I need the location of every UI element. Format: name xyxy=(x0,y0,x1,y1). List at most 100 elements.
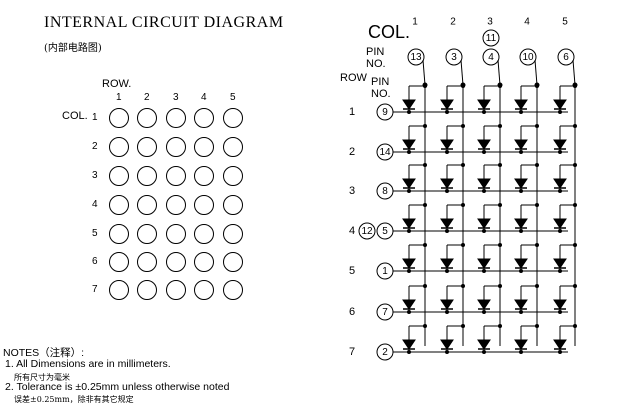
matrix-dot xyxy=(194,252,214,272)
cathode-node xyxy=(407,110,411,114)
led-diode xyxy=(402,299,416,310)
led-diode xyxy=(477,339,491,350)
led-diode xyxy=(477,178,491,189)
matrix-dot xyxy=(223,224,243,244)
col-pin-lead xyxy=(497,59,501,86)
matrix-dot xyxy=(194,137,214,157)
matrix-dot xyxy=(137,280,157,300)
row-pin-number: 9 xyxy=(382,107,388,118)
anode-node xyxy=(423,124,427,128)
cathode-node xyxy=(407,350,411,354)
circuit-row-number: 3 xyxy=(349,185,355,197)
circuit-col-number: 5 xyxy=(562,17,568,28)
led-diode xyxy=(402,339,416,350)
circuit-row-number: 5 xyxy=(349,265,355,277)
row-pin-number: 8 xyxy=(382,186,388,197)
cathode-node xyxy=(407,229,411,233)
row-pin-number: 2 xyxy=(382,347,388,358)
anode-node xyxy=(461,84,465,88)
led-diode xyxy=(514,218,528,229)
circuit-row-number: 4 xyxy=(349,225,355,237)
led-diode xyxy=(553,218,567,229)
anode-node xyxy=(535,84,539,88)
anode-node xyxy=(498,284,502,288)
diagram-subtitle: (内部电路图) xyxy=(44,43,102,54)
anode-node xyxy=(461,284,465,288)
led-diode xyxy=(440,139,454,150)
cathode-node xyxy=(445,150,449,154)
col-pin-lead xyxy=(422,59,426,86)
anode-node xyxy=(461,203,465,207)
matrix-col-number: 4 xyxy=(201,92,207,103)
anode-node xyxy=(461,324,465,328)
cathode-node xyxy=(445,189,449,193)
led-diode xyxy=(440,339,454,350)
matrix-dot xyxy=(109,224,129,244)
matrix-row-number: 3 xyxy=(92,170,98,181)
col-pin-number: 13 xyxy=(410,52,422,63)
anode-node xyxy=(423,324,427,328)
matrix-dot xyxy=(137,252,157,272)
cathode-node xyxy=(482,350,486,354)
circuit-col-number: 1 xyxy=(412,17,418,28)
cathode-node xyxy=(519,269,523,273)
led-diode xyxy=(514,139,528,150)
circuit-col-number: 3 xyxy=(487,17,493,28)
anode-node xyxy=(535,163,539,167)
col-pin-number: 3 xyxy=(451,52,457,63)
matrix-row-label: ROW. xyxy=(102,78,132,90)
row-pin-number-extra: 12 xyxy=(361,226,373,237)
cathode-node xyxy=(445,269,449,273)
anode-node xyxy=(573,324,577,328)
led-diode xyxy=(402,258,416,269)
led-diode xyxy=(440,178,454,189)
matrix-dot xyxy=(223,252,243,272)
anode-node xyxy=(573,203,577,207)
col-pin-circle xyxy=(557,48,575,66)
row-pin-number: 5 xyxy=(382,226,388,237)
matrix-row-number: 2 xyxy=(92,141,98,152)
led-diode xyxy=(514,99,528,110)
cathode-node xyxy=(519,350,523,354)
cathode-node xyxy=(558,310,562,314)
matrix-dot xyxy=(109,166,129,186)
anode-node xyxy=(498,243,502,247)
led-diode xyxy=(514,339,528,350)
cathode-node xyxy=(407,310,411,314)
matrix-col-number: 5 xyxy=(230,92,236,103)
cathode-node xyxy=(482,150,486,154)
led-diode xyxy=(477,299,491,310)
led-diode xyxy=(440,299,454,310)
matrix-dot xyxy=(194,166,214,186)
anode-node xyxy=(423,203,427,207)
matrix-dot xyxy=(223,280,243,300)
col-pin-circle xyxy=(445,48,463,66)
cathode-node xyxy=(445,110,449,114)
anode-node xyxy=(535,324,539,328)
note-2: 2. Tolerance is ±0.25mm unless otherwise… xyxy=(5,381,230,393)
col-pin-number-extra: 11 xyxy=(486,33,497,44)
matrix-col-number: 2 xyxy=(144,92,150,103)
matrix-dot xyxy=(223,108,243,128)
cathode-node xyxy=(407,150,411,154)
anode-node xyxy=(461,124,465,128)
anode-node xyxy=(535,284,539,288)
led-diode xyxy=(402,139,416,150)
led-diode xyxy=(477,139,491,150)
led-diode xyxy=(402,178,416,189)
matrix-dot xyxy=(109,137,129,157)
cathode-node xyxy=(482,189,486,193)
cathode-node xyxy=(482,229,486,233)
anode-node xyxy=(423,243,427,247)
circuit-row-number: 6 xyxy=(349,306,355,318)
note-1-cn: 所有尺寸为毫米 xyxy=(14,373,70,382)
row-pin-circle-extra xyxy=(358,222,376,240)
matrix-dot xyxy=(137,195,157,215)
matrix-dot xyxy=(166,166,186,186)
matrix-dot xyxy=(109,108,129,128)
anode-node xyxy=(573,243,577,247)
matrix-dot xyxy=(194,195,214,215)
led-diode xyxy=(440,99,454,110)
matrix-row-number: 1 xyxy=(92,112,98,123)
